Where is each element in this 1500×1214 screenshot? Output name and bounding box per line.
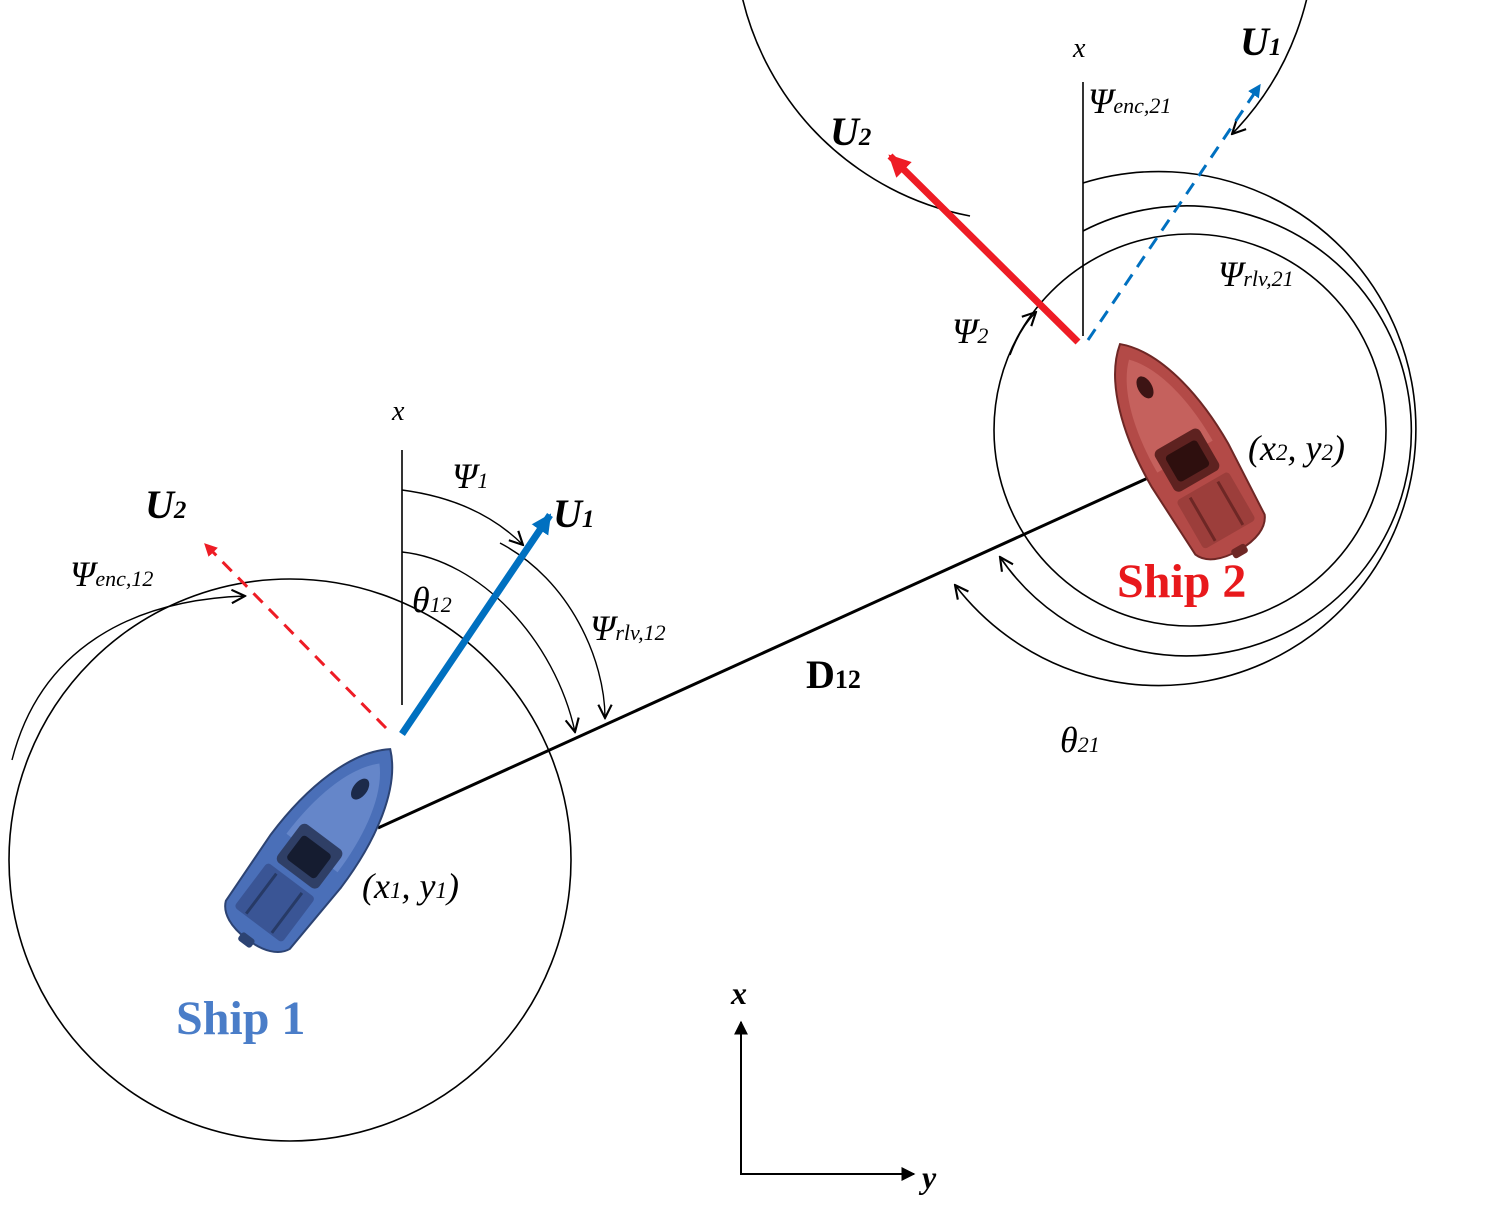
ship1-bearing-label: θ12 [412,580,452,620]
line-of-sight-d12 [377,476,1149,830]
ship1-encounter-arc [11,596,245,761]
ship2-domain-arc-outermost [742,0,1308,217]
ship1-target-velocity-vector [203,542,388,730]
ship1-heading-label: Ψ1 [452,456,488,496]
ship2-heading-label: Ψ2 [952,311,988,351]
ship1-bearing-arc [401,551,575,732]
ship1-position-label: (x1, y1) [362,866,459,906]
global-y-axis-label: y [918,1159,937,1195]
ship2-target-velocity-label: U1 [1240,19,1281,64]
ship1-name-label: Ship 1 [176,992,305,1045]
ship2-own-velocity-vector [887,153,1081,345]
ship2-name-label: Ship 2 [1117,555,1246,608]
ship1-own-velocity-label: U1 [553,491,594,536]
ship1-encounter-label: Ψenc,12 [70,554,153,594]
ship2-bearing-label: θ21 [1060,720,1100,760]
ship2-boat-icon [1114,342,1266,561]
ship2-encounter-label: Ψenc,21 [1088,81,1171,121]
ship1-own-velocity-vector [399,513,553,736]
ship1-relative-bearing-label: Ψrlv,12 [590,608,666,648]
ship2-heading-arc [1009,312,1036,356]
ship2-own-velocity-label: U2 [830,109,871,154]
ship2-domain-circle-inner [993,233,1387,627]
ship1-target-velocity-label: U2 [145,482,186,527]
ship2-domain-arc-outer [955,170,1417,687]
ship2-domain-arc-middle [1000,205,1413,657]
ship2-target-velocity-vector [1086,83,1262,341]
ship1-boat-icon [224,748,394,953]
ship1-heading-arc [401,489,523,545]
ship2-north-label: x [1072,33,1086,64]
ship1-north-label: x [391,396,405,427]
ship2-relative-bearing-label: Ψrlv,21 [1218,254,1294,294]
global-x-axis-label: x [730,975,747,1011]
ship2-position-label: (x2, y2) [1248,428,1345,468]
ship1-domain-circle [8,578,572,1142]
distance-d12-label: D12 [806,652,861,697]
